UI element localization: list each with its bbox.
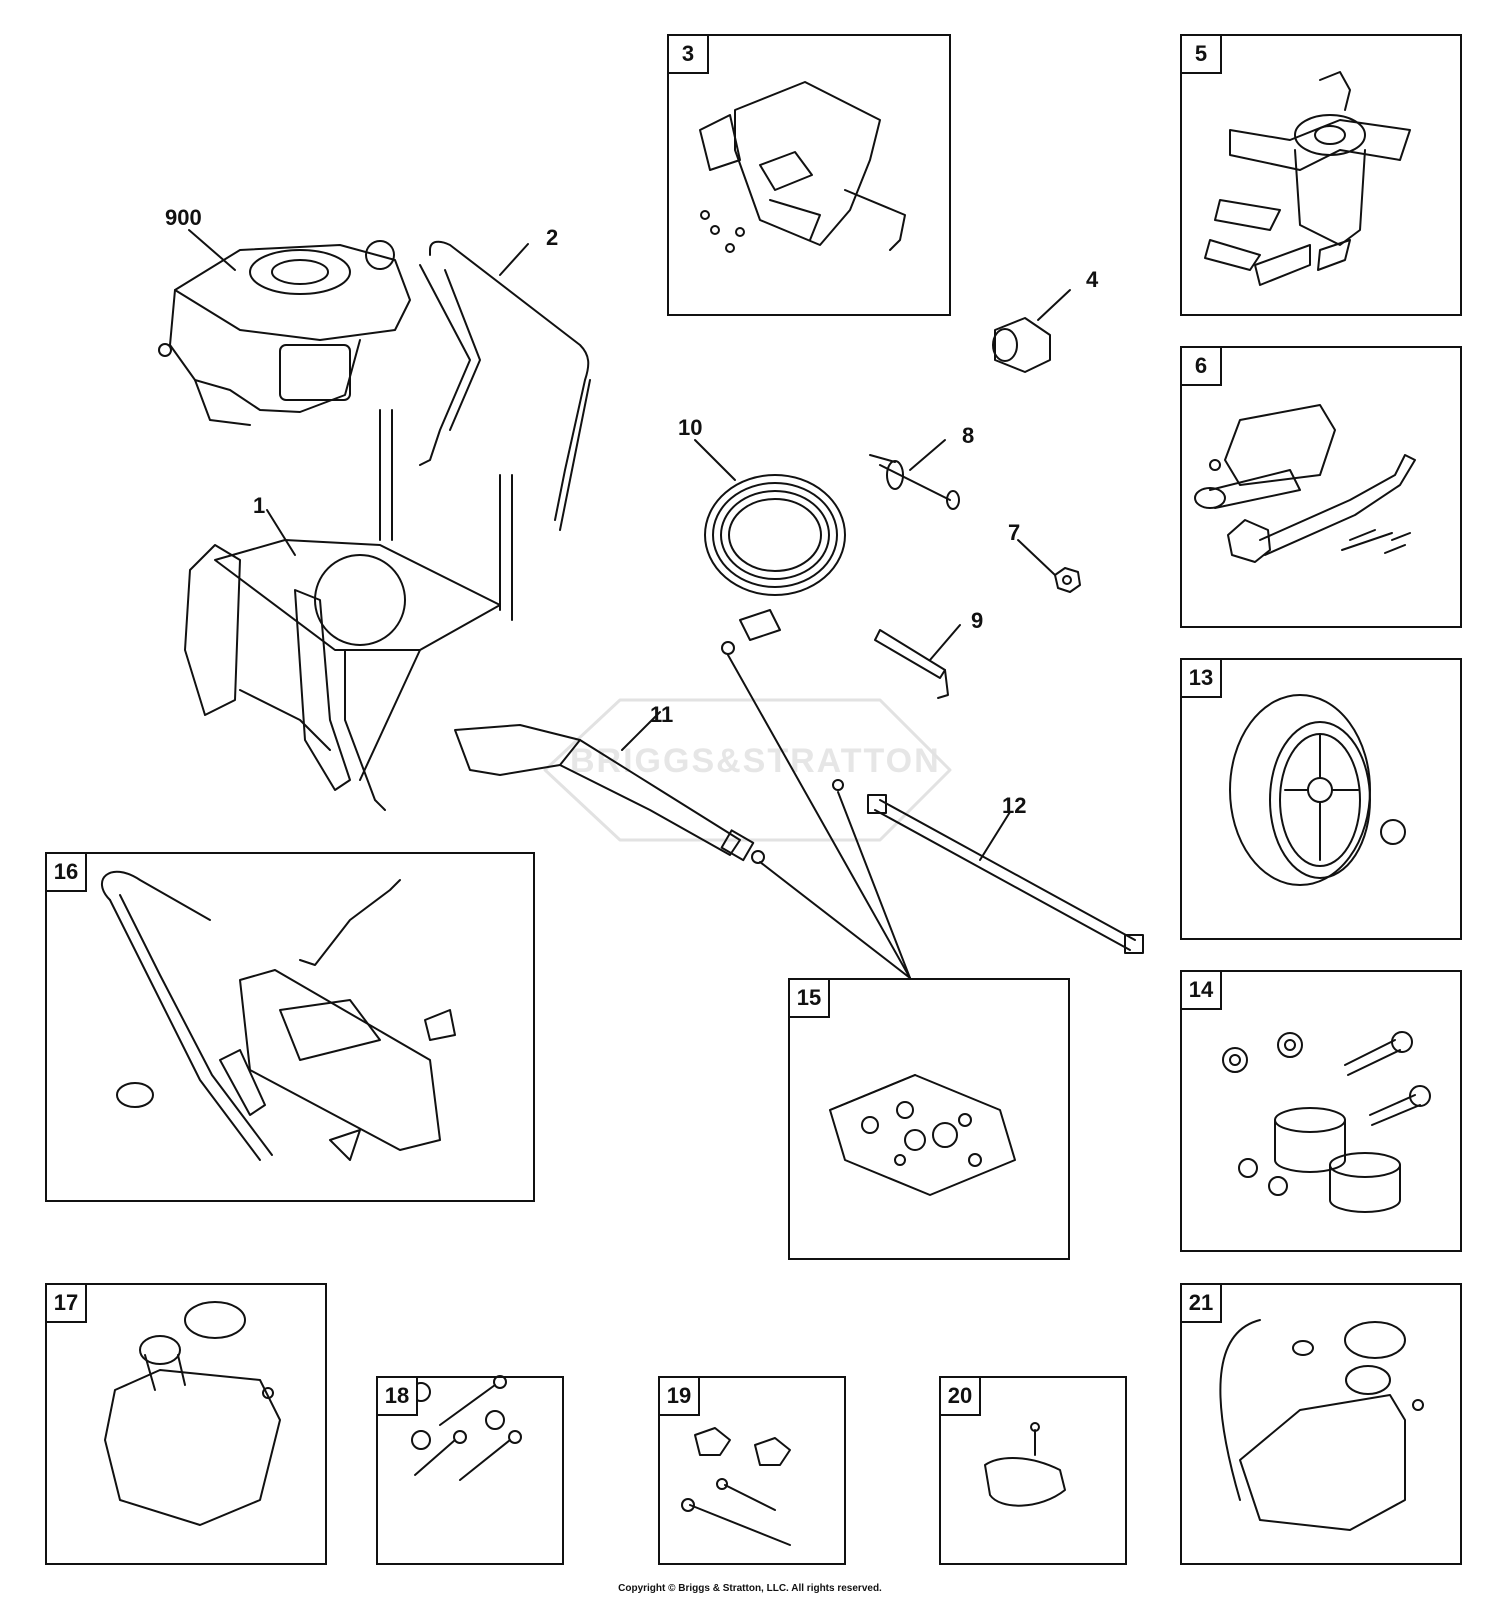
pump-icon xyxy=(1204,71,1411,286)
accessory-kit-icon xyxy=(100,870,456,1161)
leader-9 xyxy=(929,624,961,661)
watermark-text: BRIGGS&STRATTON xyxy=(570,742,941,780)
callout-2: 2 xyxy=(546,225,559,250)
handle-icon xyxy=(419,240,591,531)
subassembly-box-5: 5 xyxy=(1180,34,1462,316)
subassembly-box-19: 19 xyxy=(658,1376,846,1565)
leader-8 xyxy=(909,439,946,471)
leader-10 xyxy=(694,439,736,481)
mounting-hardware-icon xyxy=(1222,1031,1431,1213)
manifold-icon xyxy=(1194,404,1416,563)
subassembly-box-20: 20 xyxy=(939,1376,1127,1565)
wheel-icon xyxy=(1229,694,1406,886)
subassembly-box-13: 13 xyxy=(1180,658,1462,940)
box-label-6: 6 xyxy=(1182,348,1222,386)
box-label-19: 19 xyxy=(660,1378,700,1416)
leader-15b xyxy=(837,791,911,979)
callout-12: 12 xyxy=(1002,793,1027,818)
box-label-5: 5 xyxy=(1182,36,1222,74)
leader-7 xyxy=(1017,539,1056,576)
subassembly-box-18: 18 xyxy=(376,1376,564,1565)
box-label-20: 20 xyxy=(941,1378,981,1416)
leader-15a xyxy=(727,654,911,979)
leader-900 xyxy=(188,229,236,271)
knobs-bolts-icon xyxy=(681,1427,791,1546)
subassembly-box-17: 17 xyxy=(45,1283,327,1565)
control-panel-icon xyxy=(699,81,906,253)
callout-11: 11 xyxy=(650,702,674,727)
nut-icon xyxy=(1054,567,1081,593)
fuel-tank-hose-icon xyxy=(1219,1319,1424,1531)
spray-gun-icon xyxy=(454,724,765,864)
callout-7: 7 xyxy=(1008,520,1021,545)
bolts-icon xyxy=(411,1375,522,1481)
leader-4 xyxy=(1037,289,1071,321)
callout-1: 1 xyxy=(253,493,266,518)
engine-icon xyxy=(158,240,411,426)
watermark-outline xyxy=(543,698,952,842)
nozzle-icon xyxy=(992,317,1051,373)
leader-11 xyxy=(621,711,661,751)
subassembly-box-6: 6 xyxy=(1180,346,1462,628)
hose-icon xyxy=(704,474,846,655)
subassembly-box-3: 3 xyxy=(667,34,951,316)
subassembly-box-21: 21 xyxy=(1180,1283,1462,1565)
leader-1 xyxy=(266,509,296,556)
box-label-21: 21 xyxy=(1182,1285,1222,1323)
leader-2 xyxy=(499,243,529,276)
box-label-15: 15 xyxy=(790,980,830,1018)
subassembly-box-15: 15 xyxy=(788,978,1070,1260)
cover-icon xyxy=(984,1422,1066,1507)
box-label-16: 16 xyxy=(47,854,87,892)
callout-8: 8 xyxy=(962,423,975,448)
callout-9: 9 xyxy=(971,608,984,633)
callout-900: 900 xyxy=(165,205,202,230)
wand-icon xyxy=(832,779,1144,954)
subassembly-box-14: 14 xyxy=(1180,970,1462,1252)
fuel-tank-icon xyxy=(104,1301,281,1526)
leader-12 xyxy=(979,811,1011,861)
copyright-text: Copyright © Briggs & Stratton, LLC. All … xyxy=(618,1583,882,1594)
strap-icon xyxy=(874,629,949,699)
leader-15c xyxy=(759,861,911,979)
box-label-3: 3 xyxy=(669,36,709,74)
box-label-17: 17 xyxy=(47,1285,87,1323)
pin-icon xyxy=(869,454,960,510)
seal-kit-icon xyxy=(829,1074,1016,1196)
box-label-14: 14 xyxy=(1182,972,1222,1010)
box-label-13: 13 xyxy=(1182,660,1222,698)
callout-4: 4 xyxy=(1086,267,1099,292)
subassembly-box-16: 16 xyxy=(45,852,535,1202)
box-label-18: 18 xyxy=(378,1378,418,1416)
callout-10: 10 xyxy=(678,415,703,440)
